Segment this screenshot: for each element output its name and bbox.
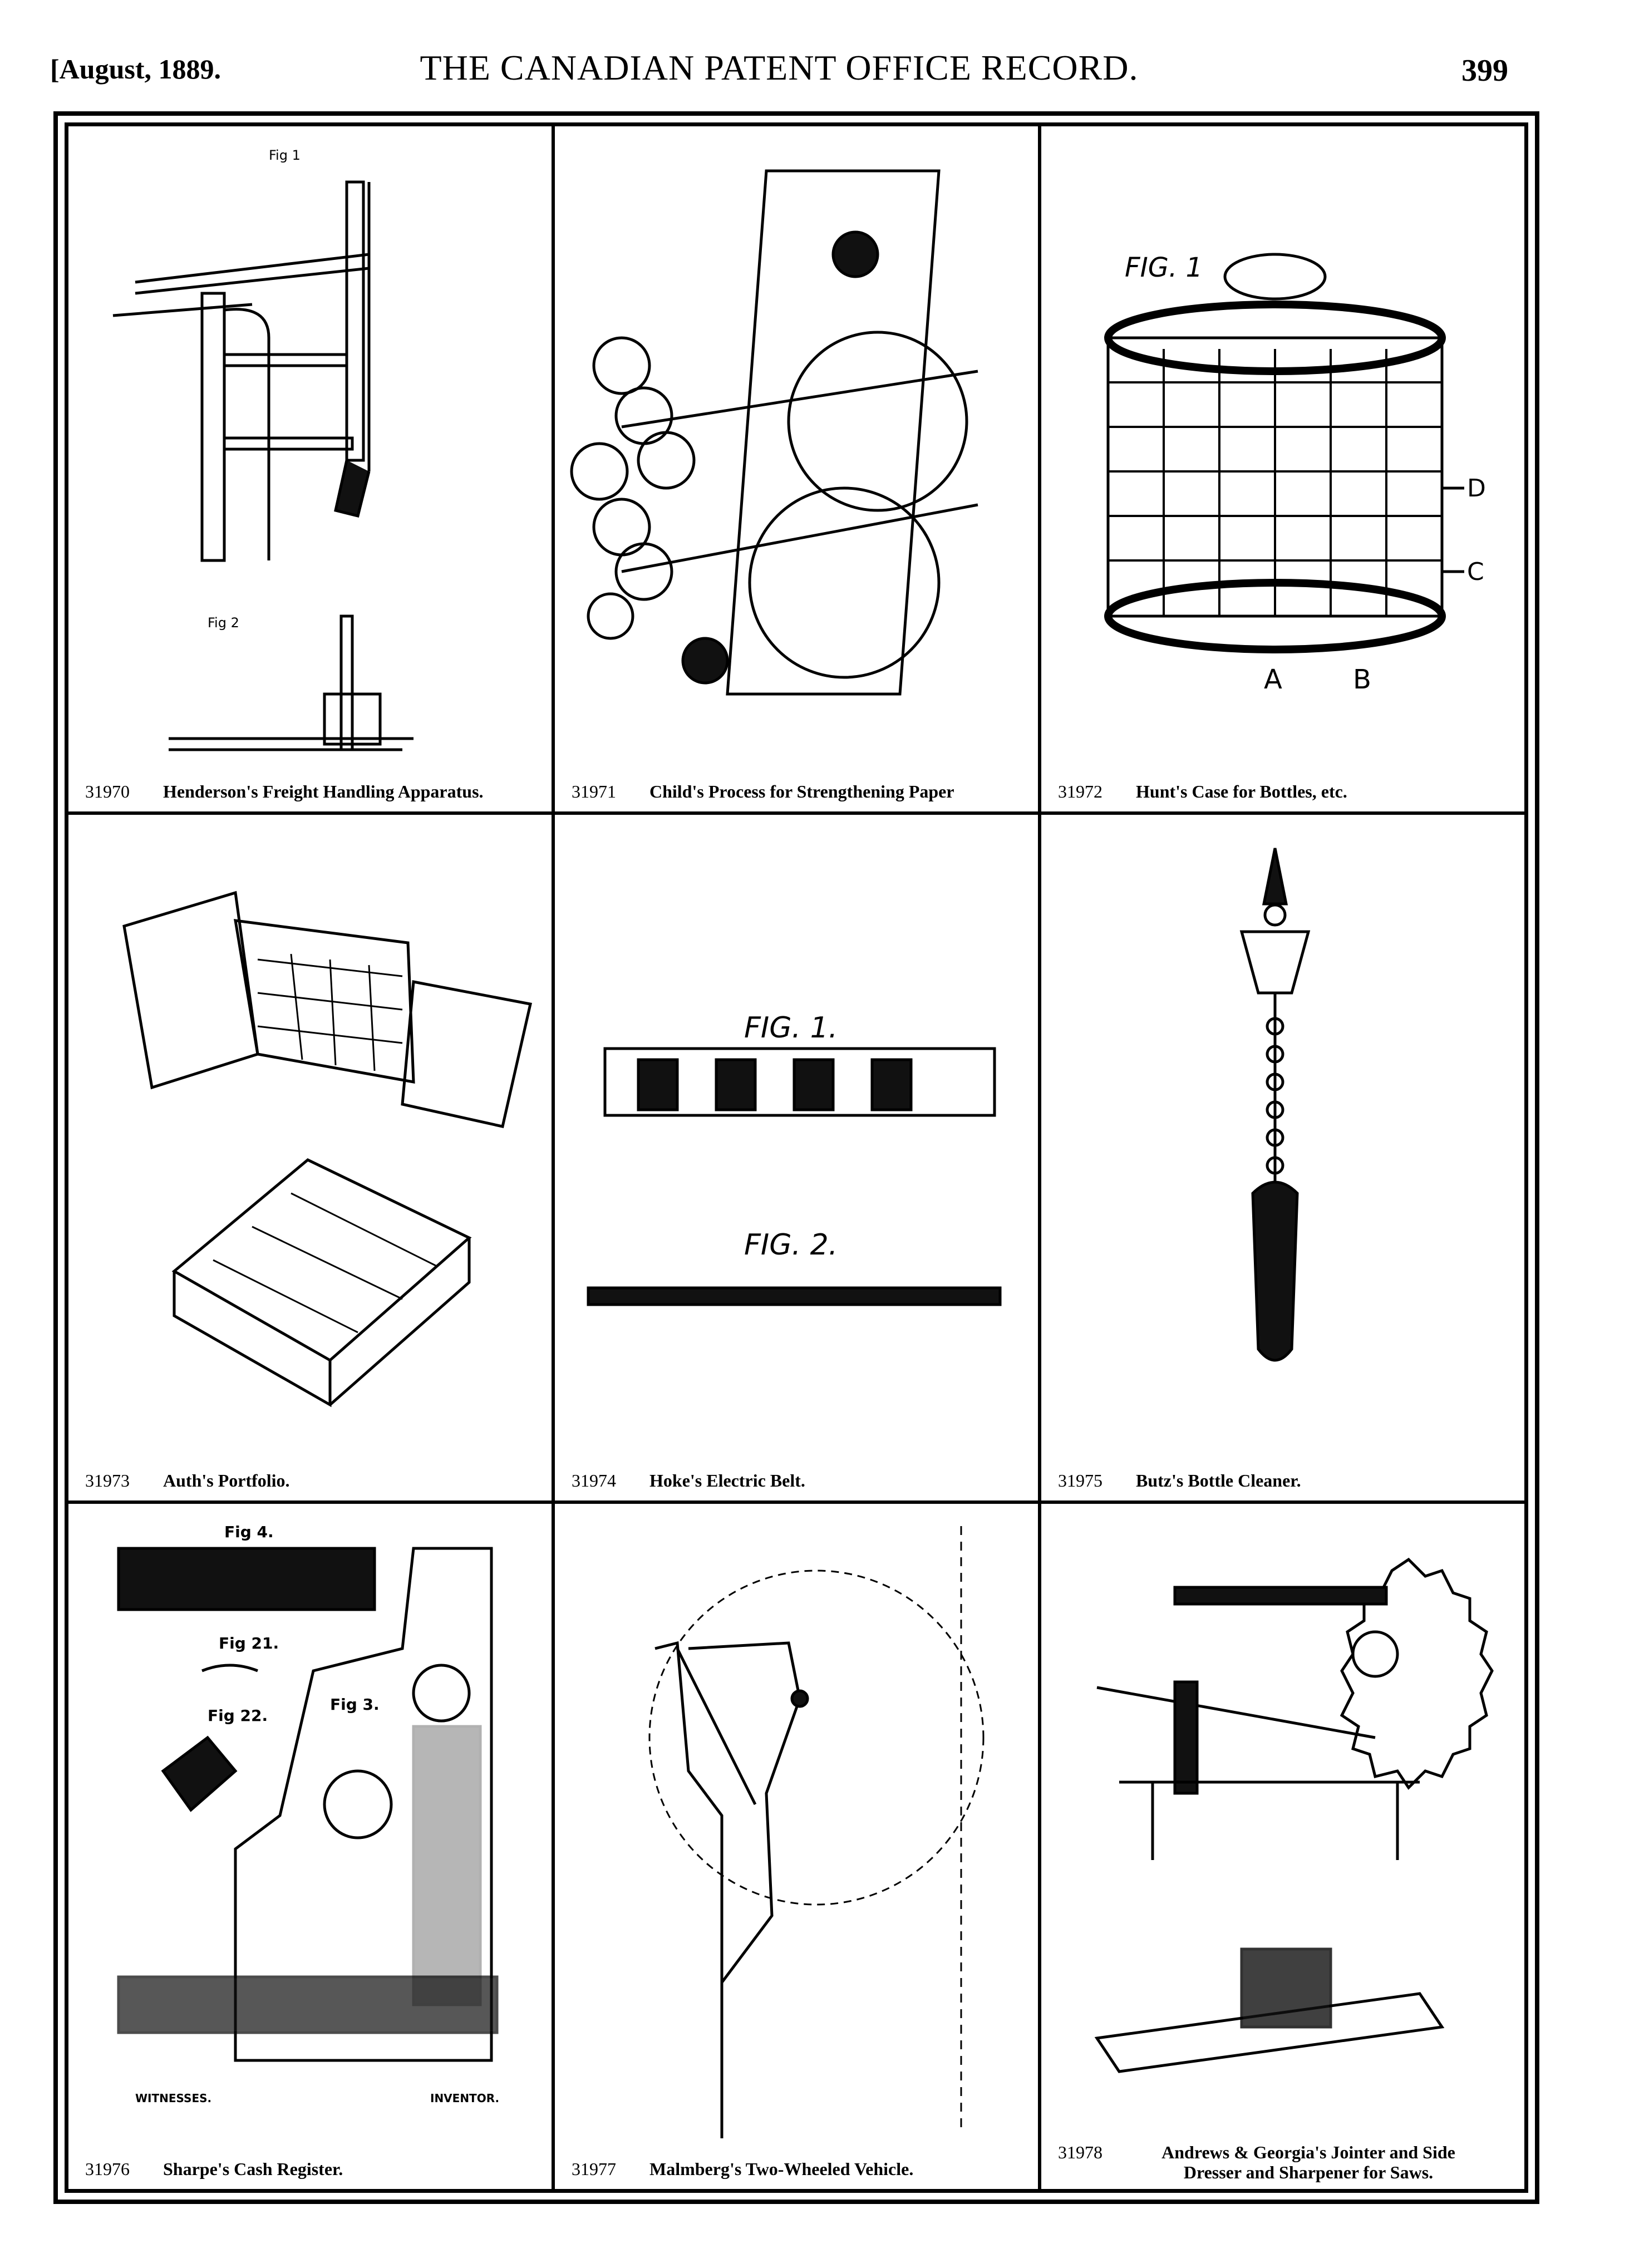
fig-label: D xyxy=(1467,474,1486,503)
figure-caption: 31974 Hoke's Electric Belt. xyxy=(572,1470,1027,1490)
patent-title: Sharpe's Cash Register. xyxy=(163,2159,343,2179)
patent-number: 31978 xyxy=(1058,2142,1102,2162)
figure-caption: 31975 Butz's Bottle Cleaner. xyxy=(1058,1470,1513,1490)
page-number: 399 xyxy=(1461,53,1508,88)
figure-cell-31971: 31971 Child's Process for Strengthening P… xyxy=(553,125,1040,814)
figure-cell-31976: Fig 4. Fig 21. Fig 22. Fig 3. WITNESSES.… xyxy=(67,1502,553,2191)
fig-label: B xyxy=(1353,664,1371,695)
patent-number: 31974 xyxy=(572,1470,616,1490)
figure-caption: 31976 Sharpe's Cash Register. xyxy=(85,2159,540,2179)
fig-label: INVENTOR. xyxy=(430,2092,499,2105)
figure-cell-31974: FIG. 1. FIG. 2. 31974 Hoke's Electric Bel… xyxy=(553,813,1040,1502)
figure-caption: 31977 Malmberg's Two-Wheeled Vehicle. xyxy=(572,2159,1027,2179)
figure-cell-31972: FIG. 1 D C A B xyxy=(1040,125,1526,814)
two-wheeled-vehicle-drawing xyxy=(648,1526,985,2138)
issue-date: [August, 1889. xyxy=(50,53,221,85)
patent-number: 31976 xyxy=(85,2159,130,2179)
portfolio-drawing xyxy=(122,891,533,1408)
fig-label: WITNESSES. xyxy=(135,2092,211,2105)
fig-label: FIG. 1 xyxy=(1125,252,1203,283)
patent-title: Andrews & Georgia's Jointer and Side Dre… xyxy=(1161,2142,1455,2182)
cash-register-drawing: Fig 4. Fig 21. Fig 22. Fig 3. WITNESSES.… xyxy=(117,1523,499,2105)
figure-caption: 31972 Hunt's Case for Bottles, etc. xyxy=(1058,781,1513,801)
figure-caption: 31971 Child's Process for Strengthening P… xyxy=(572,781,1027,801)
patent-number: 31977 xyxy=(572,2159,616,2179)
paper-process-drawing xyxy=(570,169,978,696)
fig-label: Fig 21. xyxy=(219,1634,279,1652)
figure-grid: Fig 1 Fig 2 31970 Henderson's Freight Han… xyxy=(65,122,1528,2193)
fig-label: Fig 1 xyxy=(269,147,301,163)
patent-number: 31972 xyxy=(1058,781,1102,802)
figure-caption: 31978 Andrews & Georgia's Jointer and Sid… xyxy=(1058,2142,1513,2182)
bottle-cleaner-drawing xyxy=(1239,848,1311,1362)
patent-number: 31970 xyxy=(85,781,130,802)
patent-title: Butz's Bottle Cleaner. xyxy=(1136,1470,1301,1490)
patent-number: 31973 xyxy=(85,1470,130,1490)
fig-label: A xyxy=(1264,664,1282,695)
figure-cell-31978: 31978 Andrews & Georgia's Jointer and Sid… xyxy=(1040,1502,1526,2191)
patent-title: Child's Process for Strengthening Paper xyxy=(649,781,954,802)
patent-number: 31975 xyxy=(1058,1470,1102,1490)
fig-label: Fig 4. xyxy=(224,1523,274,1541)
figure-caption: 31973 Auth's Portfolio. xyxy=(85,1470,540,1490)
patent-number: 31971 xyxy=(572,781,616,802)
publication-title: THE CANADIAN PATENT OFFICE RECORD. xyxy=(420,48,1139,87)
saw-jointer-drawing xyxy=(1094,1557,1494,2073)
fig-label: FIG. 1. xyxy=(744,1011,838,1045)
freight-apparatus-drawing: Fig 1 Fig 2 xyxy=(112,147,414,751)
fig-label: Fig 22. xyxy=(208,1706,268,1725)
fig-label: C xyxy=(1467,558,1484,586)
fig-label: Fig 3. xyxy=(330,1695,380,1714)
figure-cell-31975: 31975 Butz's Bottle Cleaner. xyxy=(1040,813,1526,1502)
figure-caption: 31970 Henderson's Freight Handling Appara… xyxy=(85,781,540,801)
patent-title: Hoke's Electric Belt. xyxy=(649,1470,805,1490)
fig-label: FIG. 2. xyxy=(744,1228,838,1262)
plate-frame: Fig 1 Fig 2 31970 Henderson's Freight Han… xyxy=(53,111,1539,2204)
fig-label: Fig 2 xyxy=(208,615,239,631)
page-header: [August, 1889. THE CANADIAN PATENT OFFIC… xyxy=(50,48,1508,103)
patent-title: Hunt's Case for Bottles, etc. xyxy=(1136,781,1347,802)
electric-belt-drawing: FIG. 1. FIG. 2. xyxy=(587,1011,1002,1306)
figure-cell-31973: 31973 Auth's Portfolio. xyxy=(67,813,553,1502)
bottle-case-drawing: FIG. 1 D C A B xyxy=(1104,252,1486,695)
figure-cell-31977: 31977 Malmberg's Two-Wheeled Vehicle. xyxy=(553,1502,1040,2191)
patent-title: Malmberg's Two-Wheeled Vehicle. xyxy=(649,2159,914,2179)
patent-title: Auth's Portfolio. xyxy=(163,1470,290,1490)
patent-title: Henderson's Freight Handling Apparatus. xyxy=(163,781,484,802)
figure-cell-31970: Fig 1 Fig 2 31970 Henderson's Freight Han… xyxy=(67,125,553,814)
